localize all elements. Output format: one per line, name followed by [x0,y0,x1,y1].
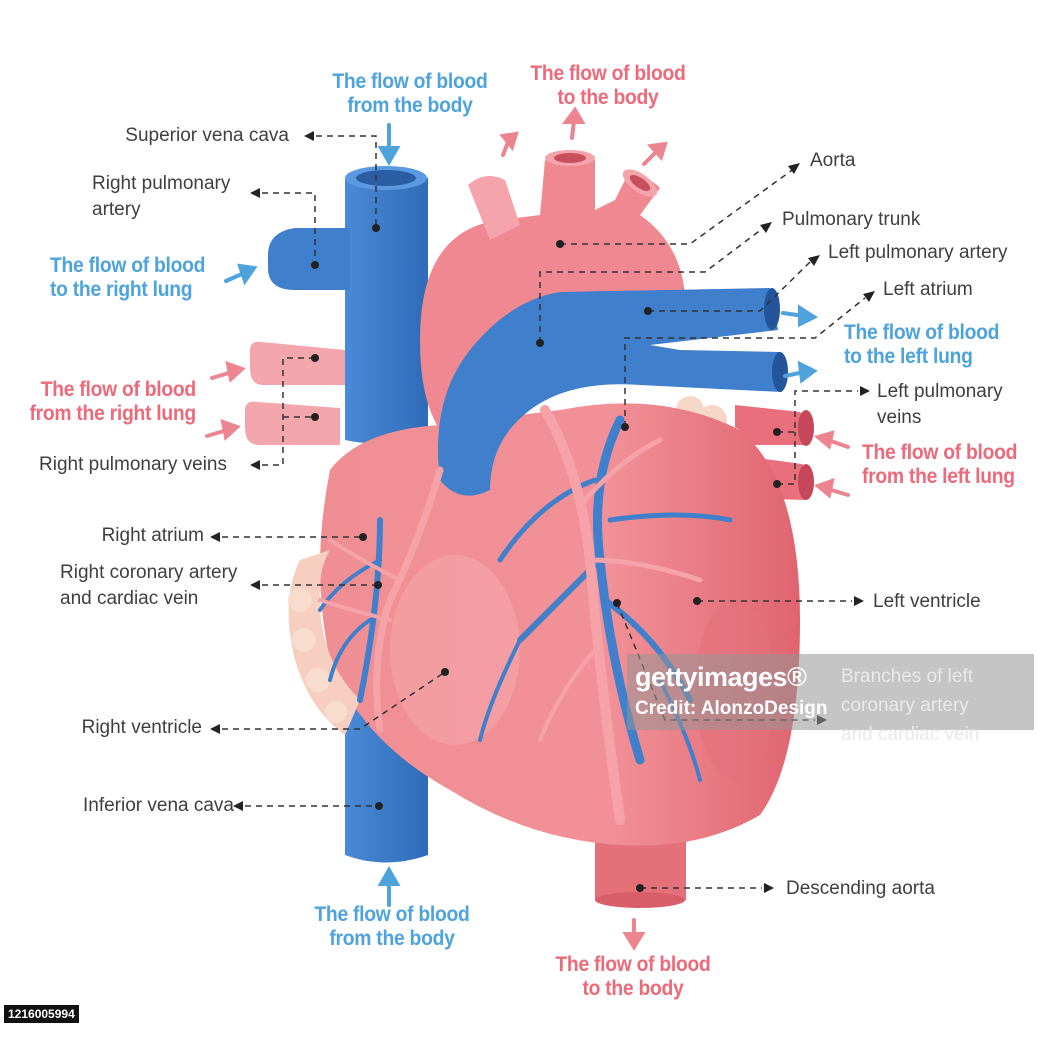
label-superior-vena-cava: Superior vena cava [125,125,289,146]
label-right-pulmonary-artery: Right pulmonary artery [92,173,231,220]
stock-id-badge: 1216005994 [4,1005,79,1023]
label-aorta: Aorta [810,150,856,171]
label-left-ventricle: Left ventricle [873,591,981,612]
pulmonary-trunk-shape [438,288,782,496]
label-descending-aorta: Descending aorta [786,878,935,899]
flow-to-left-lung: The flow of blood to the left lung [844,321,1000,368]
leader-arrowheads [210,131,875,893]
label-right-coronary: Right coronary artery and cardiac vein [60,562,238,609]
flow-from-right-lung: The flow of blood from the right lung [29,378,197,425]
label-left-atrium: Left atrium [883,279,973,300]
watermark-credit: Credit: AlonzoDesign [635,698,828,719]
superior-vena-cava-shape [345,173,428,444]
watermark-banner: Branches of left coronary artery and car… [627,654,1034,745]
label-left-pulmonary-artery: Left pulmonary artery [828,242,1008,263]
flow-from-body-bottom: The flow of blood from the body [314,903,470,950]
flow-to-body-top: The flow of blood to the body [530,62,686,109]
label-branches-left-coronary: Branches of left coronary artery and car… [841,666,980,745]
label-right-ventricle: Right ventricle [81,717,202,738]
coronary-arteries [318,405,703,825]
label-right-atrium: Right atrium [101,525,204,546]
flow-to-body-bottom: The flow of blood to the body [555,953,711,1000]
label-pulmonary-trunk: Pulmonary trunk [782,209,921,230]
flow-from-body-top: The flow of blood from the body [332,70,488,117]
flow-arrows [205,106,850,951]
watermark-brand: gettyimages® [635,662,807,692]
label-left-pulmonary-veins: Left pulmonary veins [877,381,1003,428]
leader-dots [311,224,781,892]
flow-to-right-lung: The flow of blood to the right lung [50,254,206,301]
flow-from-left-lung: The flow of blood from the left lung [862,441,1018,488]
label-inferior-vena-cava: Inferior vena cava [82,795,234,816]
label-right-pulmonary-veins: Right pulmonary veins [39,454,227,475]
